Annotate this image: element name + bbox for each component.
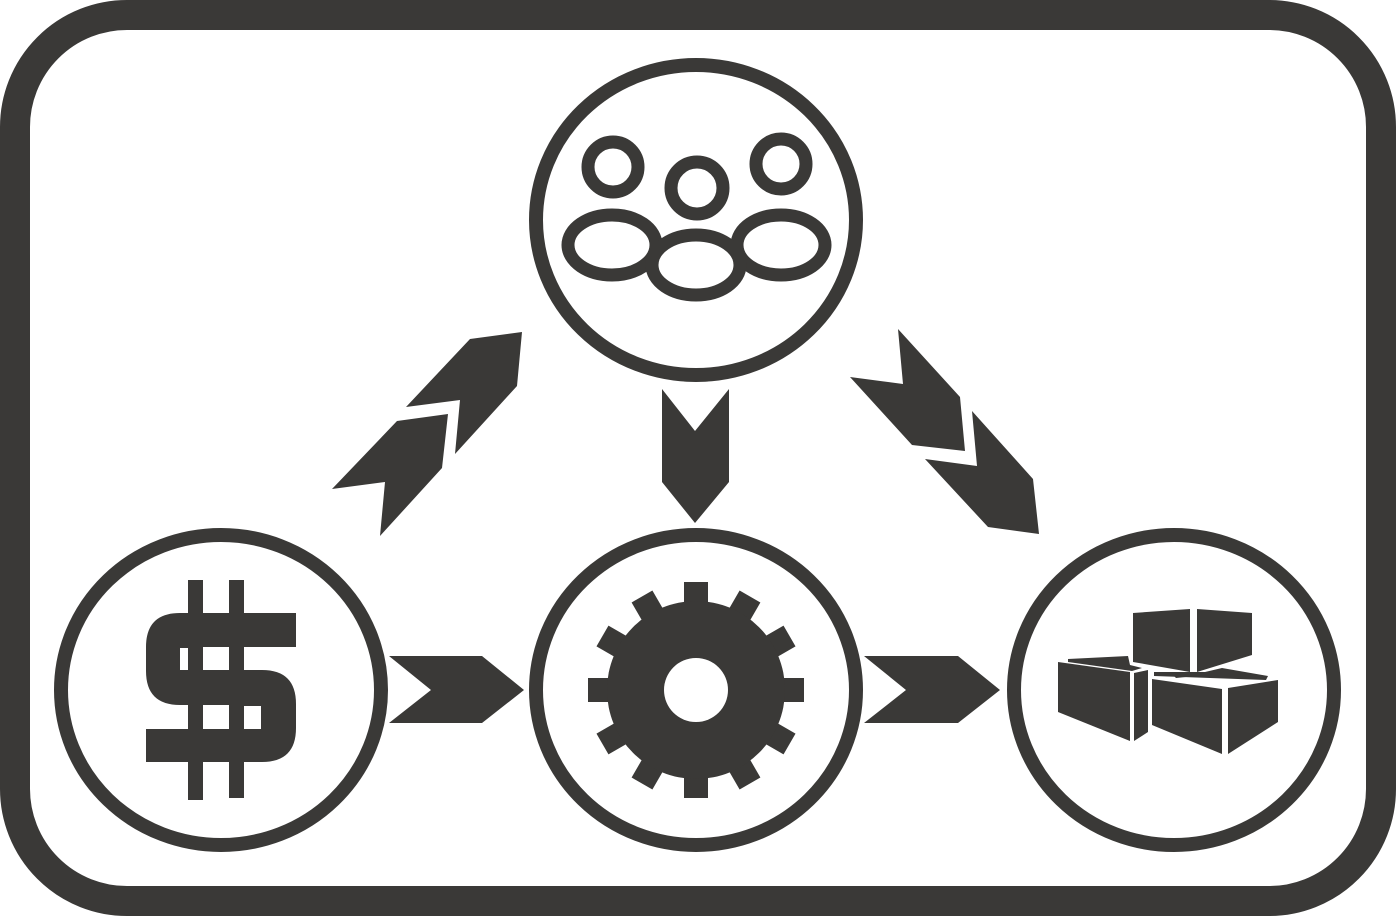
edges: [332, 329, 1039, 723]
node-money-circle: [54, 528, 388, 852]
node-people: [529, 58, 863, 382]
chevron-arrow-icon: [850, 329, 965, 451]
gear-icon: [588, 582, 804, 798]
chevron-arrow-icon: [864, 656, 1000, 723]
edge-people-to-goods: [850, 329, 1039, 534]
people-group-icon: [561, 132, 832, 302]
chevron-arrow-icon: [389, 656, 524, 723]
edge-people-to-process: [662, 389, 729, 523]
node-money: [54, 528, 388, 852]
node-process-circle: [529, 528, 863, 852]
edge-money-to-people: [332, 332, 522, 536]
node-goods-circle: [1007, 528, 1341, 852]
node-people-circle: [529, 58, 863, 382]
edge-money-to-process: [389, 656, 524, 723]
chevron-arrow-icon: [925, 411, 1039, 534]
edge-process-to-goods: [864, 656, 1000, 723]
node-goods: [1007, 528, 1341, 852]
node-process: [529, 528, 863, 852]
boxes-icon: [1058, 609, 1278, 754]
chevron-arrow-icon: [662, 389, 729, 523]
chevron-arrow-icon: [406, 332, 522, 454]
dollar-sign-icon: [146, 580, 296, 800]
chevron-arrow-icon: [332, 414, 448, 536]
